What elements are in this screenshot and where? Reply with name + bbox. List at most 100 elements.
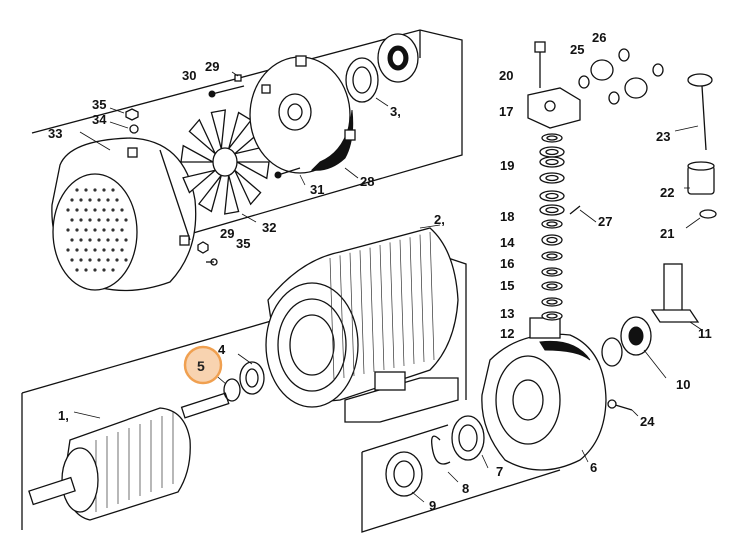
label-part-1[interactable]: 1,: [58, 408, 69, 423]
bearing-3: [345, 57, 379, 103]
fan-blade: [234, 169, 262, 206]
label-part-25[interactable]: 25: [570, 42, 584, 57]
screw-24: [607, 399, 633, 411]
stator-panel-frame: [447, 257, 467, 400]
stack-ring: [539, 204, 565, 216]
grille-hole: [97, 198, 101, 202]
end-shield-hub: [278, 93, 312, 131]
label-part-8[interactable]: 8: [462, 481, 469, 496]
grille-hole: [102, 228, 106, 232]
label-part-14[interactable]: 14: [500, 235, 515, 250]
washer-34: [129, 124, 139, 134]
grille-hole: [111, 188, 115, 192]
fan-blade: [228, 111, 253, 150]
valve-11: [650, 263, 700, 323]
stack-ring: [539, 156, 565, 168]
pump-mount: [529, 317, 561, 339]
bearing-25: [590, 59, 614, 81]
label-part-7[interactable]: 7: [496, 464, 503, 479]
stack-ring-bore: [546, 253, 558, 259]
label-part-10[interactable]: 10: [676, 377, 690, 392]
stack-ring: [539, 146, 565, 158]
rotor: [28, 392, 230, 521]
label-part-29-top[interactable]: 29: [205, 59, 219, 74]
stator-fin: [389, 242, 395, 369]
label-part-11[interactable]: 11: [698, 326, 712, 341]
stator-fin: [419, 234, 425, 363]
label-part-31[interactable]: 31: [310, 182, 324, 197]
stack-ring-bore: [545, 192, 559, 200]
label-part-27[interactable]: 27: [598, 214, 612, 229]
highlight-marker[interactable]: [183, 345, 223, 385]
front-shield-face: [495, 355, 561, 445]
label-part-9[interactable]: 9: [429, 498, 436, 513]
stack-ring-bore: [545, 148, 559, 156]
label-part-16[interactable]: 16: [500, 256, 514, 271]
screw-31: [274, 167, 301, 179]
stack-ring: [541, 251, 563, 261]
stator-fin: [409, 237, 415, 365]
label-part-19[interactable]: 19: [500, 158, 514, 173]
label-part-20[interactable]: 20: [499, 68, 513, 83]
label-part-4[interactable]: 4: [218, 342, 226, 357]
bearing-panel-frame: [361, 452, 561, 533]
label-part-12[interactable]: 12: [500, 326, 514, 341]
grille-hole: [97, 258, 101, 262]
grille-hole: [115, 198, 119, 202]
oring-26: [618, 48, 630, 62]
label-part-24[interactable]: 24: [640, 414, 655, 429]
stator-face: [265, 282, 359, 408]
label-part-35-top[interactable]: 35: [92, 97, 106, 112]
label-part-28[interactable]: 28: [360, 174, 374, 189]
label-part-22[interactable]: 22: [660, 185, 674, 200]
bearing-group-3: [345, 33, 419, 103]
grille-hole: [70, 238, 74, 242]
ring-4: [239, 361, 265, 395]
pump-head-17: [527, 41, 581, 129]
label-part-6[interactable]: 6: [590, 460, 597, 475]
stack-ring-bore: [546, 221, 558, 227]
part-labels: 1, 2, 3, 4 5 6 7 8 9 10 11 12 13 14 15 1…: [48, 30, 712, 513]
grille-hole: [93, 188, 97, 192]
label-part-30[interactable]: 30: [182, 68, 196, 83]
label-part-35-lower[interactable]: 35: [236, 236, 250, 251]
label-part-5[interactable]: 5: [197, 358, 205, 374]
stack-ring: [541, 219, 563, 229]
label-part-2[interactable]: 2,: [434, 212, 445, 227]
end-shield-bore: [287, 103, 303, 121]
grille-hole: [106, 238, 110, 242]
grille-hole: [88, 258, 92, 262]
grille-hole: [120, 208, 124, 212]
stack-ring-bore: [546, 283, 558, 289]
ring-5: [223, 378, 241, 402]
label-part-21[interactable]: 21: [660, 226, 674, 241]
label-part-3[interactable]: 3,: [390, 104, 401, 119]
terminal-box: [374, 371, 406, 391]
label-part-18[interactable]: 18: [500, 209, 514, 224]
label-part-29-lower[interactable]: 29: [220, 226, 234, 241]
front-end-shield: [481, 317, 607, 471]
label-part-23[interactable]: 23: [656, 129, 670, 144]
grille-hole: [111, 208, 115, 212]
fan-cover-rim: [159, 149, 191, 241]
stack-ring: [541, 133, 563, 143]
label-part-34[interactable]: 34: [92, 112, 107, 127]
grille-hole: [75, 208, 79, 212]
screw-35: [125, 108, 139, 121]
label-part-32[interactable]: 32: [262, 220, 276, 235]
grille-hole: [93, 228, 97, 232]
label-part-13[interactable]: 13: [500, 306, 514, 321]
stack-ring-bore: [546, 299, 558, 305]
fan-cover-tab: [179, 235, 190, 246]
oil-parts: [687, 73, 717, 219]
grille-hole: [111, 228, 115, 232]
grille-hole: [66, 248, 70, 252]
label-part-15[interactable]: 15: [500, 278, 514, 293]
stator-fin: [339, 255, 345, 379]
label-part-17[interactable]: 17: [499, 104, 513, 119]
stack-ring: [541, 311, 563, 321]
label-part-26[interactable]: 26: [592, 30, 606, 45]
bearing-group-lower: [385, 415, 485, 497]
label-part-33[interactable]: 33: [48, 126, 62, 141]
